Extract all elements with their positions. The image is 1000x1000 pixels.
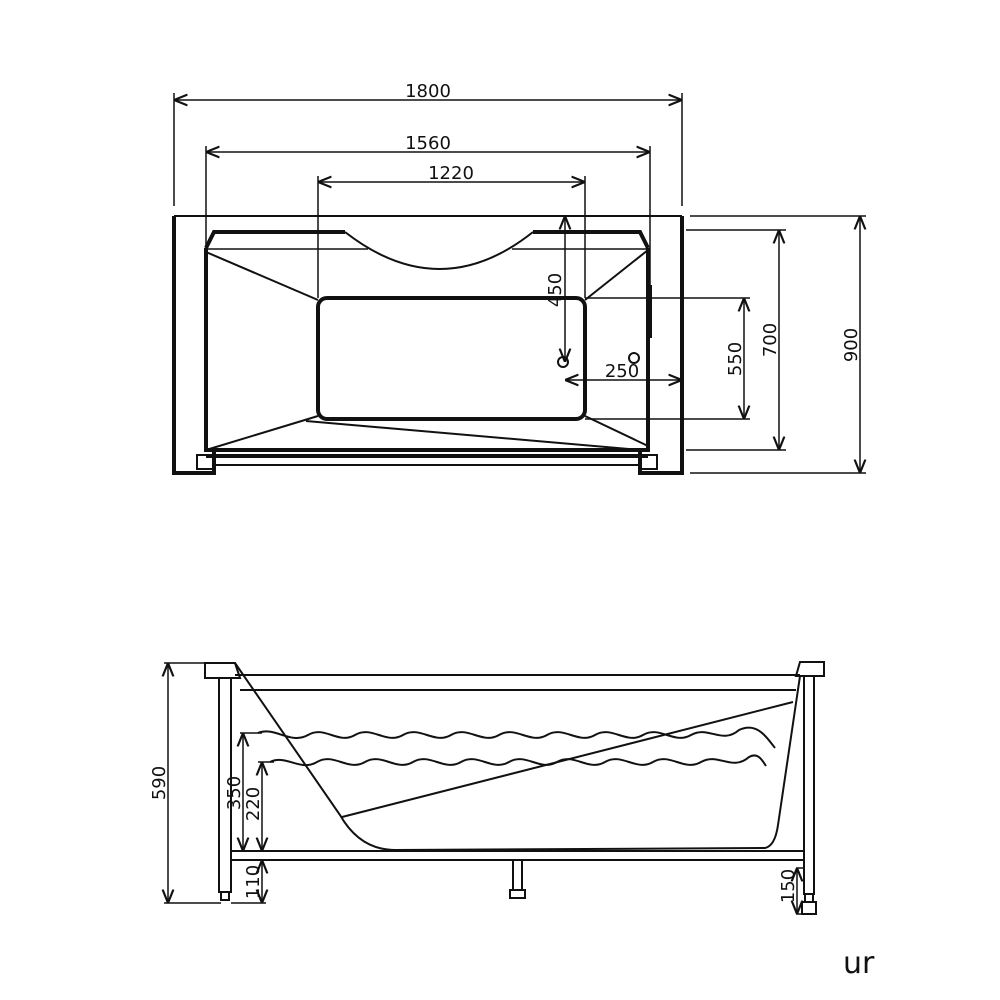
top-corner-line-bl [205, 415, 319, 451]
dim-250-label: 250 [605, 361, 639, 382]
dim-550-label: 550 [725, 342, 746, 376]
top-corner-line-br [584, 415, 649, 447]
water-wave-low [269, 754, 767, 767]
top-right-foot [639, 454, 658, 470]
top-basin-bottom [316, 296, 587, 421]
top-slope-line [305, 420, 641, 451]
top-left-foot [196, 454, 215, 470]
top-view: 1800 1560 1220 450 250 550 700 900 [172, 81, 866, 475]
side-center-leg [512, 860, 523, 891]
dim-1220-label: 1220 [428, 163, 474, 184]
top-corner-line-tl [205, 251, 319, 301]
side-center-foot [509, 889, 526, 899]
top-outer-frame [172, 216, 684, 475]
overflow-icon [628, 352, 640, 364]
side-left-foot [220, 891, 230, 901]
dim-900-label: 900 [841, 328, 862, 362]
top-headrest-curve [344, 231, 534, 270]
dim-700-label: 700 [760, 323, 781, 357]
dim-450-label: 450 [545, 273, 566, 307]
side-right-foot [804, 893, 814, 903]
water-wave-high [257, 726, 776, 749]
top-corner-line-tr [584, 249, 649, 301]
dim-150-label: 150 [778, 869, 799, 903]
dim-1560-label: 1560 [405, 133, 451, 154]
side-left-rim-cap [204, 662, 242, 679]
side-right-foot-pad [801, 901, 817, 915]
dim-590-label: 590 [149, 766, 170, 800]
dim-110-label: 110 [243, 865, 264, 899]
side-view: 590 350 220 110 150 [149, 661, 825, 915]
dim-1800-label: 1800 [405, 81, 451, 102]
side-basin-profile [234, 662, 801, 852]
drain-icon [557, 356, 569, 368]
dim-220-label: 220 [243, 787, 264, 821]
brand-mark: ur [843, 946, 875, 981]
dim-350-label: 350 [224, 776, 245, 810]
side-right-post [803, 676, 815, 895]
side-right-rim-cap [794, 661, 825, 677]
